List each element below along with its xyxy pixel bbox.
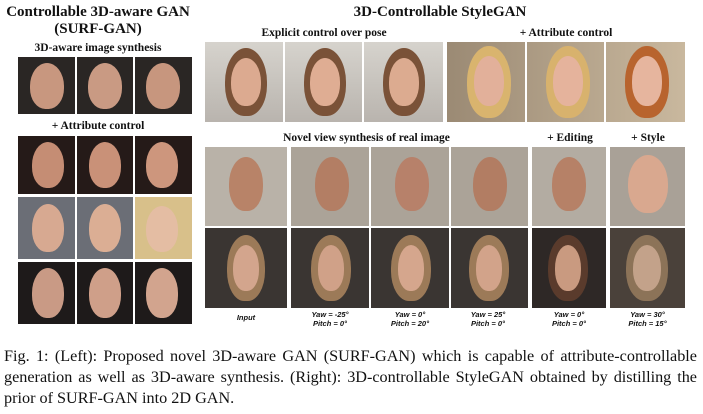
left-title-line2: (SURF-GAN) (54, 21, 142, 37)
novel-view-header: Novel view synthesis of real image (283, 132, 450, 144)
left-subheader-3d-synthesis: 3D-aware image synthesis (34, 42, 162, 54)
pose-control-image (205, 42, 443, 122)
label-col2-pitch: Pitch = 20° (390, 319, 430, 328)
label-col3-yaw: Yaw = 25° (470, 310, 506, 319)
left-subheader-attribute: + Attribute control (51, 120, 145, 132)
label-col5-pitch: Pitch = 15° (628, 319, 667, 328)
label-col2-yaw: Yaw = 0° (394, 310, 426, 319)
novel-view-image (205, 147, 528, 308)
style-header: + Style (631, 132, 665, 144)
label-col1-pitch: Pitch = 0° (312, 319, 348, 328)
right-title: 3D-Controllable StyleGAN (353, 4, 527, 20)
editing-style-image (532, 147, 685, 308)
attribute-header: + Attribute control (519, 27, 613, 39)
left-3d-synthesis-image (18, 57, 192, 114)
label-col4-yaw: Yaw = 0° (553, 310, 585, 319)
pose-header: Explicit control over pose (261, 27, 387, 39)
left-attribute-control-image (18, 136, 192, 324)
figure-caption: Fig. 1: (Left): Proposed novel 3D-aware … (4, 347, 697, 407)
editing-header: + Editing (547, 132, 593, 144)
label-col4-pitch: Pitch = 0° (551, 319, 587, 328)
label-col3-pitch: Pitch = 0° (470, 319, 506, 328)
label-col5-yaw: Yaw = 30° (630, 310, 665, 319)
label-input: Input (236, 313, 256, 322)
attribute-control-image-right (447, 42, 685, 122)
label-col1-yaw: Yaw = -25° (311, 310, 349, 319)
left-title-line1: Controllable 3D-aware GAN (6, 4, 190, 20)
